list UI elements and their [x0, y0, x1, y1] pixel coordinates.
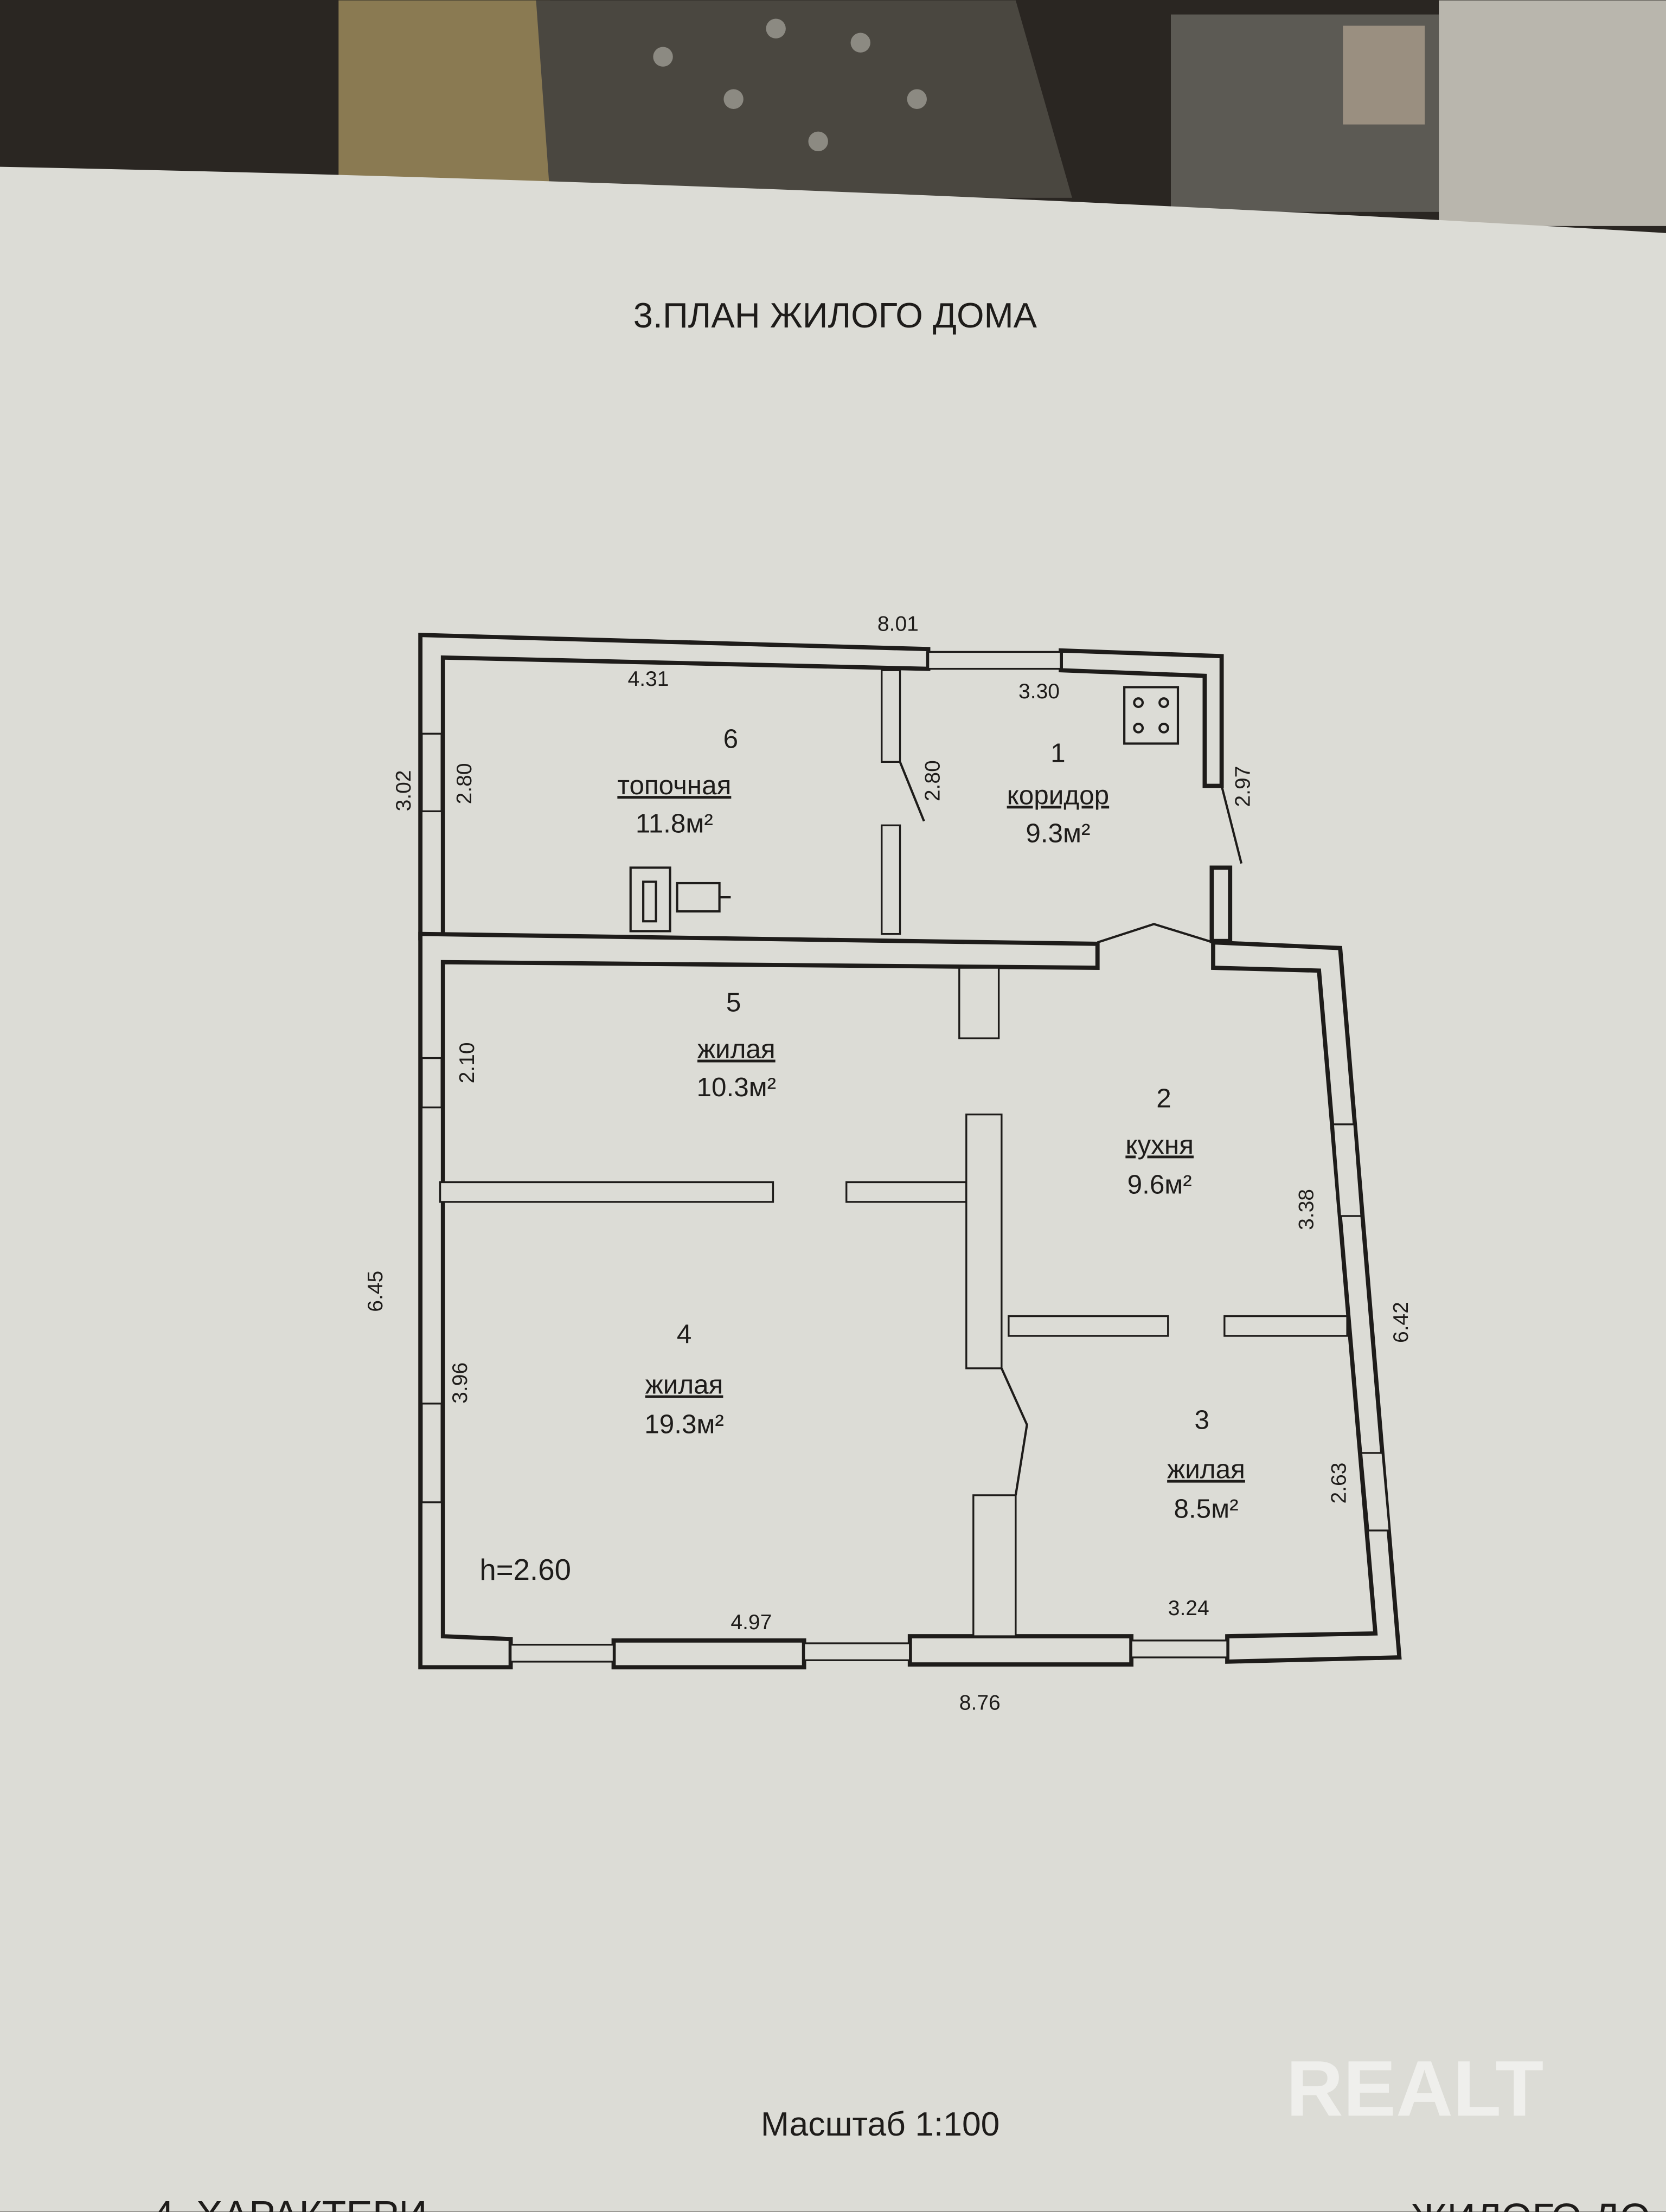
- background-photo: [1343, 25, 1425, 125]
- svg-text:коридор: коридор: [1007, 780, 1110, 810]
- background-wall: [1439, 0, 1666, 226]
- svg-text:4: 4: [677, 1319, 691, 1349]
- svg-text:10.3м²: 10.3м²: [697, 1072, 777, 1102]
- svg-text:2: 2: [1156, 1084, 1171, 1114]
- next-section-heading-right: ЖИЛОГО ДО: [1411, 2196, 1650, 2212]
- room-2-label: 2 кухня 9.6м²: [1125, 1084, 1194, 1200]
- svg-text:кухня: кухня: [1125, 1130, 1194, 1160]
- dim-room6-width: 4.31: [628, 667, 669, 691]
- dim-room1-width: 3.30: [1018, 680, 1060, 703]
- svg-text:19.3м²: 19.3м²: [644, 1409, 724, 1439]
- dim-room2-depth: 3.38: [1295, 1189, 1318, 1230]
- svg-text:топочная: топочная: [617, 770, 731, 800]
- room-4-label: 4 жилая 19.3м²: [644, 1319, 724, 1439]
- boiler-icon: [629, 866, 731, 933]
- background-object-dots: [653, 18, 927, 151]
- dim-right-lower: 6.42: [1389, 1302, 1413, 1343]
- dim-left-lower: 6.45: [364, 1271, 387, 1312]
- svg-text:9.6м²: 9.6м²: [1127, 1169, 1192, 1199]
- page-title: 3.ПЛАН ЖИЛОГО ДОМА: [633, 295, 1037, 335]
- dim-bottom-total: 8.76: [959, 1691, 1001, 1714]
- svg-text:11.8м²: 11.8м²: [636, 808, 713, 838]
- background-object: [536, 0, 1072, 198]
- dim-room4-width: 4.97: [731, 1611, 772, 1634]
- dim-room5-depth: 2.10: [456, 1042, 479, 1083]
- walls: [418, 633, 1402, 1670]
- background-box: [338, 0, 550, 184]
- dim-room6-depth: 2.80: [453, 763, 476, 804]
- svg-text:6: 6: [723, 724, 738, 754]
- dim-room3-width: 3.24: [1168, 1597, 1209, 1620]
- svg-text:жилая: жилая: [645, 1370, 723, 1400]
- room-5-label: 5 жилая 10.3м²: [697, 988, 777, 1102]
- next-section-heading-left: 4. ХАРАКТЕРИ: [152, 2194, 427, 2212]
- dim-room3-depth: 2.63: [1328, 1463, 1351, 1504]
- dim-left-upper: 3.02: [392, 770, 415, 811]
- ceiling-height: h=2.60: [479, 1553, 571, 1586]
- svg-text:1: 1: [1050, 738, 1065, 768]
- dim-room4-depth: 3.96: [448, 1362, 472, 1404]
- svg-text:3: 3: [1194, 1405, 1209, 1435]
- svg-text:жилая: жилая: [1167, 1455, 1245, 1484]
- realt-watermark: REALT: [1286, 2044, 1544, 2132]
- room-1-label: 1 коридор 9.3м²: [1007, 738, 1110, 848]
- room-6-label: 6 топочная 11.8м²: [617, 724, 738, 838]
- svg-text:8.5м²: 8.5м²: [1174, 1494, 1238, 1524]
- scale-label: Масштаб 1:100: [761, 2105, 1000, 2143]
- room-3-label: 3 жилая 8.5м²: [1167, 1405, 1245, 1524]
- dim-room1-depth: 2.80: [921, 760, 944, 801]
- svg-text:жилая: жилая: [697, 1034, 776, 1064]
- dim-right-upper: 2.97: [1232, 766, 1255, 807]
- paper-sheet: [0, 166, 1666, 2212]
- cooktop-icon: [1123, 686, 1180, 745]
- dimension-labels: 8.01 4.31 3.30 3.02 2.80 2.80 2.97 2.10 …: [364, 612, 1413, 1714]
- svg-text:5: 5: [726, 988, 741, 1018]
- svg-text:9.3м²: 9.3м²: [1026, 819, 1090, 848]
- dim-top-total: 8.01: [877, 612, 919, 635]
